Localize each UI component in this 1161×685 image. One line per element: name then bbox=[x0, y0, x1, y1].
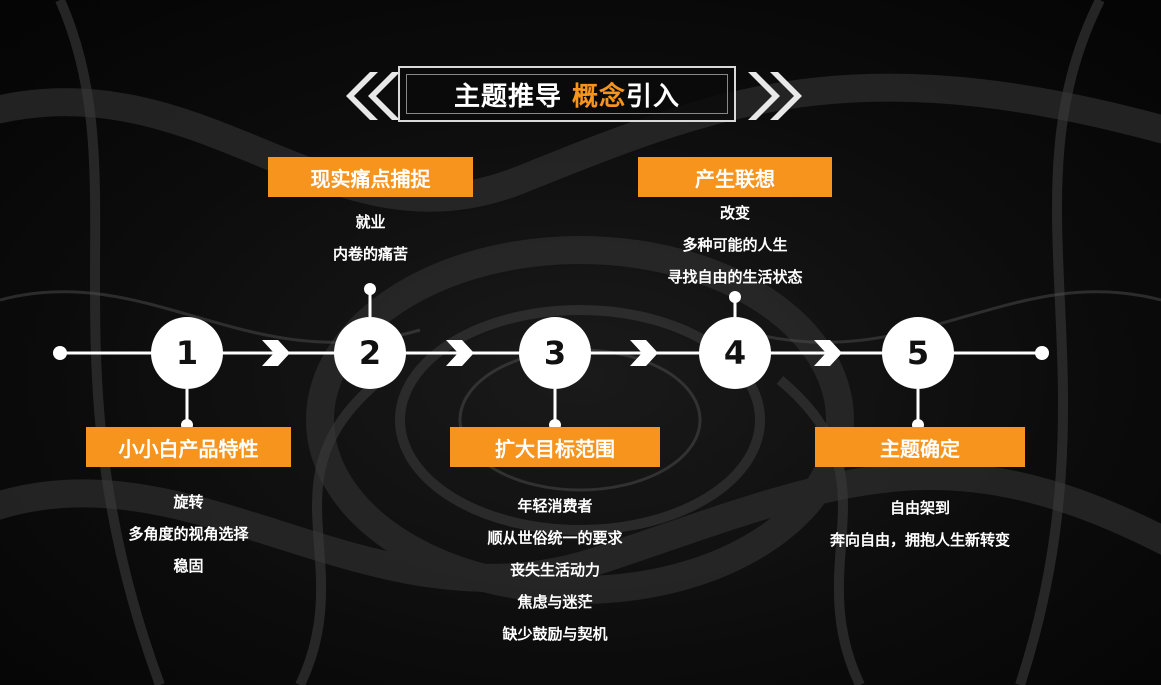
step-3-label: 扩大目标范围 bbox=[450, 427, 660, 467]
step-5-label: 主题确定 bbox=[815, 427, 1025, 467]
list-item: 稳固 bbox=[173, 557, 204, 575]
list-item: 多种可能的人生 bbox=[682, 236, 788, 254]
step-node-4: 4 bbox=[699, 317, 771, 389]
connector-dot bbox=[729, 291, 741, 303]
title-main: 主题推导 bbox=[453, 81, 562, 112]
timeline-start-dot bbox=[53, 346, 67, 360]
step-node-3: 3 bbox=[519, 317, 591, 389]
step-1-items: 旋转 多角度的视角选择 稳固 bbox=[86, 486, 291, 582]
list-item: 顺从世俗统一的要求 bbox=[487, 529, 623, 547]
list-item: 奔向自由，拥抱人生新转变 bbox=[829, 531, 1010, 549]
list-item: 改变 bbox=[719, 204, 750, 222]
list-item: 缺少鼓励与契机 bbox=[502, 625, 608, 643]
step-node-2: 2 bbox=[334, 317, 406, 389]
list-item: 焦虑与迷茫 bbox=[517, 593, 593, 611]
arrow-icon bbox=[814, 340, 842, 366]
list-item: 就业 bbox=[355, 213, 386, 231]
step-2-items: 就业 内卷的痛苦 bbox=[268, 206, 473, 270]
step-5-items: 自由架到 奔向自由，拥抱人生新转变 bbox=[790, 492, 1050, 556]
step-4-items: 改变 多种可能的人生 寻找自由的生活状态 bbox=[620, 197, 850, 293]
arrow-icon bbox=[262, 340, 290, 366]
list-item: 寻找自由的生活状态 bbox=[667, 268, 803, 286]
step-3-items: 年轻消费者 顺从世俗统一的要求 丧失生活动力 焦虑与迷茫 缺少鼓励与契机 bbox=[440, 490, 670, 650]
list-item: 丧失生活动力 bbox=[509, 561, 600, 579]
list-item: 旋转 bbox=[173, 493, 204, 511]
title-tail: 引入 bbox=[626, 81, 681, 112]
title-frame: 主题推导 概念 引入 bbox=[398, 66, 736, 122]
list-item: 年轻消费者 bbox=[517, 497, 593, 515]
arrow-icon bbox=[446, 340, 474, 366]
timeline-end-dot bbox=[1035, 346, 1049, 360]
title-accent: 概念 bbox=[571, 81, 626, 112]
connector-dot bbox=[364, 283, 376, 295]
step-node-1: 1 bbox=[151, 317, 223, 389]
arrow-icon bbox=[630, 340, 658, 366]
list-item: 自由架到 bbox=[889, 499, 950, 517]
step-node-5: 5 bbox=[882, 317, 954, 389]
step-2-label: 现实痛点捕捉 bbox=[268, 157, 473, 197]
title-banner: 主题推导 概念 引入 bbox=[340, 62, 810, 130]
page-title: 主题推导 概念 引入 bbox=[400, 68, 734, 120]
step-4-label: 产生联想 bbox=[638, 157, 832, 197]
chevron-right-double-icon bbox=[748, 72, 802, 120]
list-item: 内卷的痛苦 bbox=[332, 245, 408, 263]
step-1-label: 小小白产品特性 bbox=[86, 427, 291, 467]
list-item: 多角度的视角选择 bbox=[128, 525, 249, 543]
chevron-left-double-icon bbox=[346, 72, 400, 120]
